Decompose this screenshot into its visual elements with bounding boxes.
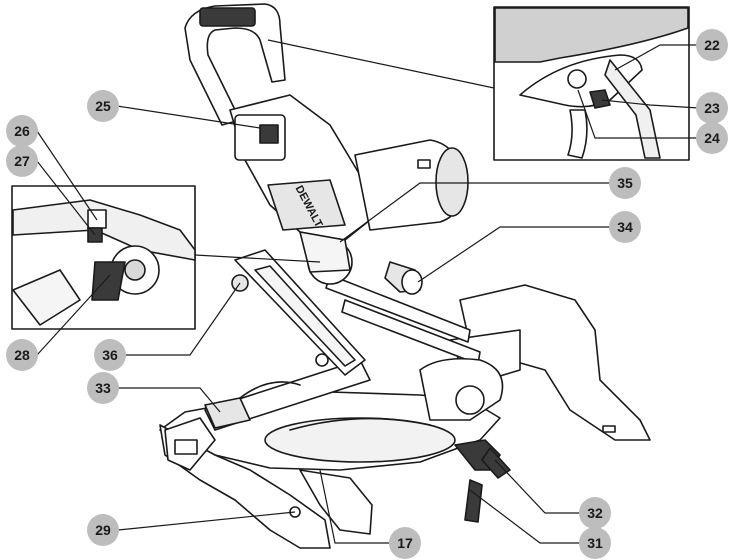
saw-drawing: DEWALT [159, 3, 651, 549]
leader-28 [36, 274, 111, 356]
callout-17-circle [389, 527, 421, 559]
callout-24: 24 [696, 122, 728, 154]
inset-switch-trigger [567, 109, 588, 159]
rail-arm-inner [254, 265, 356, 367]
leader-22 [614, 44, 699, 71]
callout-25: 25 [87, 90, 119, 122]
callout-35: 35 [609, 167, 641, 199]
leader-26 [36, 130, 98, 221]
leader-29 [117, 511, 296, 531]
callout-35-circle [609, 167, 641, 199]
callout-28: 28 [6, 339, 38, 371]
callout-25-circle [87, 90, 119, 122]
callout-33-label: 33 [95, 380, 111, 396]
callout-31-circle [579, 527, 611, 559]
dust-port [204, 397, 251, 429]
callout-36: 36 [94, 339, 126, 371]
switch-window [259, 124, 279, 144]
callout-27-circle [6, 145, 38, 177]
callout-24-circle [696, 122, 728, 154]
leader-17 [319, 469, 395, 544]
callout-29-label: 29 [95, 522, 111, 538]
clamp-block [174, 439, 198, 455]
callout-33: 33 [87, 372, 119, 404]
callout-26-label: 26 [14, 123, 30, 139]
front-foot [299, 469, 373, 535]
leader-handle-inset [267, 39, 495, 89]
right-mount-slot [602, 425, 616, 433]
callout-27: 27 [6, 145, 38, 177]
callout-27-label: 27 [14, 153, 30, 169]
rail-knob [315, 353, 329, 367]
callout-26-circle [6, 115, 38, 147]
callout-22: 22 [696, 29, 728, 61]
callout-33-circle [87, 372, 119, 404]
callout-28-label: 28 [14, 347, 30, 363]
inset-bevel-lever [91, 261, 126, 301]
callouts: 22 23 24 25 26 27 28 29 [6, 29, 728, 559]
wing-knob [481, 447, 511, 479]
inset-bevel-hub-inner [124, 259, 146, 281]
leader-36 [125, 282, 241, 356]
leader-33 [118, 387, 221, 413]
callout-25-label: 25 [95, 98, 111, 114]
callout-31-label: 31 [587, 535, 603, 551]
inset-lock-lever [589, 89, 611, 109]
callout-23: 23 [696, 92, 728, 124]
callout-22-circle [696, 29, 728, 61]
callout-28-circle [6, 339, 38, 371]
leader-27 [36, 160, 96, 236]
callout-36-circle [94, 339, 126, 371]
inset-handle-detail [493, 6, 690, 161]
operating-handle [184, 3, 286, 126]
brand-plate [267, 179, 346, 231]
callout-34-circle [609, 211, 641, 243]
callout-23-label: 23 [704, 100, 720, 116]
callout-34-label: 34 [617, 219, 633, 235]
callout-32: 32 [579, 497, 611, 529]
leader-bevel-inset [194, 254, 321, 263]
callout-32-circle [579, 497, 611, 529]
inset-trigger-button [567, 69, 587, 89]
lock-handle-ring [455, 385, 485, 415]
callout-17: 17 [389, 527, 421, 559]
leader-25 [116, 105, 261, 129]
callout-23-circle [696, 92, 728, 124]
inset-bevel-detail [11, 185, 196, 330]
leader-34 [417, 226, 610, 283]
inset-grip-texture [494, 7, 689, 63]
handle-grip [199, 7, 256, 27]
dust-hose [239, 381, 301, 399]
miter-scale [289, 417, 431, 431]
bevel-knob-cap [401, 269, 423, 295]
callout-17-label: 17 [397, 535, 413, 551]
leader-32 [494, 459, 580, 514]
leader-31 [469, 489, 580, 544]
callout-34: 34 [609, 211, 641, 243]
motor-end-cap [435, 147, 469, 217]
inset-base-lines [12, 269, 81, 326]
callout-22-label: 22 [704, 37, 720, 53]
callout-24-label: 24 [704, 130, 720, 146]
callout-32-label: 32 [587, 505, 603, 521]
callout-35-label: 35 [617, 175, 633, 191]
leader-23 [601, 99, 700, 109]
leader-lines [36, 39, 700, 544]
callout-26: 26 [6, 115, 38, 147]
motor-vent [417, 159, 431, 169]
callout-29: 29 [87, 514, 119, 546]
inset-side-rail [604, 59, 661, 159]
callout-36-label: 36 [102, 347, 118, 363]
callout-29-circle [87, 514, 119, 546]
miter-detent-lever [464, 479, 483, 523]
leader-24 [577, 89, 699, 139]
callout-31: 31 [579, 527, 611, 559]
leader-35 [339, 182, 610, 243]
